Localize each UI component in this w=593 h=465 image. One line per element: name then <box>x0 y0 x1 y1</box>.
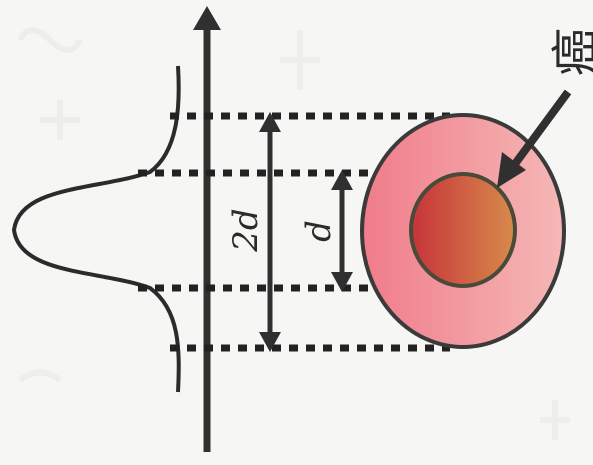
vertical-axis <box>193 6 221 452</box>
gaussian-profile-curve <box>14 66 179 392</box>
tumor-label: 癌 <box>548 28 593 76</box>
inner-ellipse-tumor <box>411 174 515 286</box>
inner-width-label: d <box>299 220 339 242</box>
axis-arrow-icon <box>193 6 221 30</box>
outer-width-label: 2d <box>226 208 266 252</box>
